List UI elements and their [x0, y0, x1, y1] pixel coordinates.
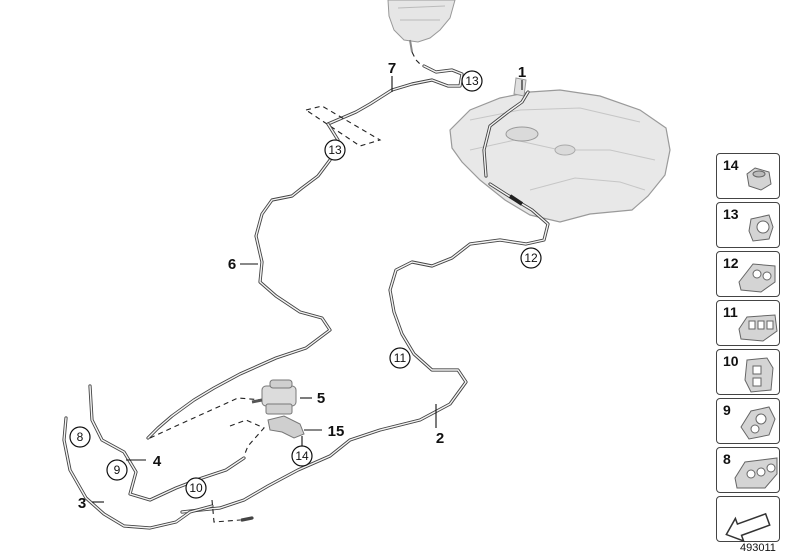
callout-4: 4: [153, 453, 162, 470]
circled-8: 8: [77, 430, 84, 444]
circled-callout-13a: 13: [461, 70, 483, 92]
circled-callout-14: 14: [291, 445, 313, 467]
multi-holder-icon: [734, 457, 778, 489]
circled-11: 11: [394, 351, 407, 365]
part-number: 10: [723, 353, 739, 369]
circled-13-top: 13: [465, 74, 479, 88]
callout-2: 2: [436, 430, 444, 447]
parts-panel: 14 13 12 11 10: [716, 153, 782, 543]
callout-15: 15: [328, 423, 345, 440]
arrow-icon: [725, 512, 771, 543]
circled-callout-9: 9: [106, 459, 128, 481]
double-clip-icon: [738, 263, 776, 293]
part-cell-14[interactable]: 14: [716, 153, 780, 199]
circled-callout-10: 10: [185, 477, 207, 499]
pipe-4: [88, 384, 265, 502]
callout-7: 7: [388, 60, 396, 77]
carbon-canister: [387, 0, 456, 53]
part-cell-8[interactable]: 8: [716, 447, 780, 493]
pipe-1: [482, 90, 530, 178]
fuel-filter: [251, 379, 297, 415]
callout-1: 1: [518, 64, 526, 81]
circled-callout-8: 8: [69, 426, 91, 448]
pipe-7: [304, 51, 464, 147]
part-cell-10[interactable]: 10: [716, 349, 780, 395]
callout-3: 3: [78, 495, 86, 512]
circled-14: 14: [295, 449, 309, 463]
nut-icon: [746, 167, 772, 191]
single-clip-icon: [748, 214, 774, 242]
pipe-2: [180, 182, 550, 514]
pipe-holder-icon: [740, 406, 776, 440]
circled-callout-13b: 13: [324, 139, 346, 161]
part-number: 13: [723, 206, 739, 222]
part-cell-12[interactable]: 12: [716, 251, 780, 297]
circled-9: 9: [114, 463, 121, 477]
pipe-6: [146, 122, 340, 440]
circled-10: 10: [189, 481, 203, 495]
fuel-tank: [449, 77, 671, 223]
circled-callout-12: 12: [520, 247, 542, 269]
part-number: 11: [723, 304, 738, 320]
part-cell-9[interactable]: 9: [716, 398, 780, 444]
part-cell-13[interactable]: 13: [716, 202, 780, 248]
stacked-clip-icon: [744, 357, 774, 393]
circled-callout-11: 11: [389, 347, 411, 369]
pipe-3: [62, 416, 254, 530]
circled-13-middle: 13: [328, 143, 342, 157]
part-number: 14: [723, 157, 739, 173]
document-number: 493011: [740, 542, 776, 554]
bracket: [267, 415, 305, 439]
part-number: 8: [723, 451, 731, 467]
nav-cell[interactable]: [716, 496, 780, 543]
triple-clip-icon: [738, 314, 778, 342]
part-cell-11[interactable]: 11: [716, 300, 780, 346]
leader-lines: [92, 76, 523, 503]
circled-12: 12: [524, 251, 538, 265]
callout-5: 5: [317, 390, 325, 407]
part-number: 9: [723, 402, 731, 418]
part-number: 12: [723, 255, 739, 271]
callout-6: 6: [228, 256, 236, 273]
